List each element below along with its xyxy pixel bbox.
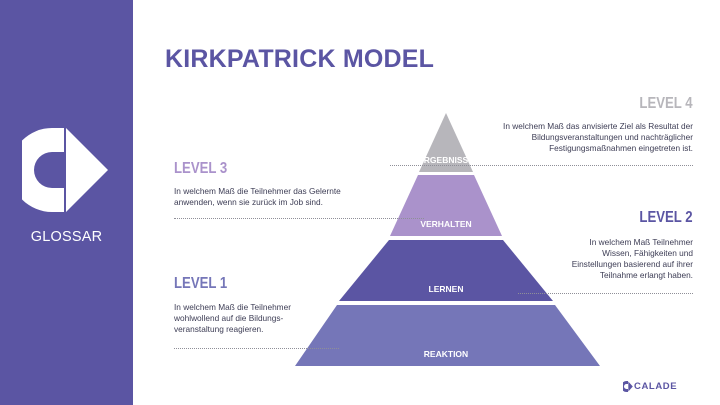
level-4-title: LEVEL 4 [639,95,693,112]
level-4-description: In welchem Maß das anvisierte Ziel als R… [503,121,693,153]
glossar-logo-icon [22,128,108,212]
sidebar: GLOSSAR [0,0,133,405]
level-1-description: In welchem Maß die Teilnehmer wohlwollen… [174,302,291,334]
brand-name: CALADE [634,381,678,392]
tier-verhalten [390,175,502,236]
calade-logo-icon [623,381,633,392]
level-4-leader-line [390,165,693,166]
tier-lernen [339,240,553,301]
level-3-leader-line [174,218,424,219]
level-1-title: LEVEL 1 [174,275,228,292]
tier-label-lernen: LERNEN [429,284,464,294]
level-1-leader-line [174,348,339,349]
level-2-description: In welchem Maß Teilnehmer Wissen, Fähigk… [571,237,693,280]
page-title: KIRKPATRICK MODEL [165,45,435,73]
tier-ergebnisse [419,113,473,172]
tier-reaktion [295,305,600,366]
tier-label-verhalten: VERHALTEN [420,219,471,229]
sidebar-label: GLOSSAR [30,229,103,245]
level-3-description: In welchem Maß die Teilnehmer das Gelern… [174,186,341,207]
tier-label-reaktion: REAKTION [424,349,468,359]
level-2-title: LEVEL 2 [639,209,693,226]
level-3-title: LEVEL 3 [174,160,228,177]
level-2-leader-line [518,293,693,294]
tier-label-ergebnisse: ERGEBNISSE [418,155,474,165]
